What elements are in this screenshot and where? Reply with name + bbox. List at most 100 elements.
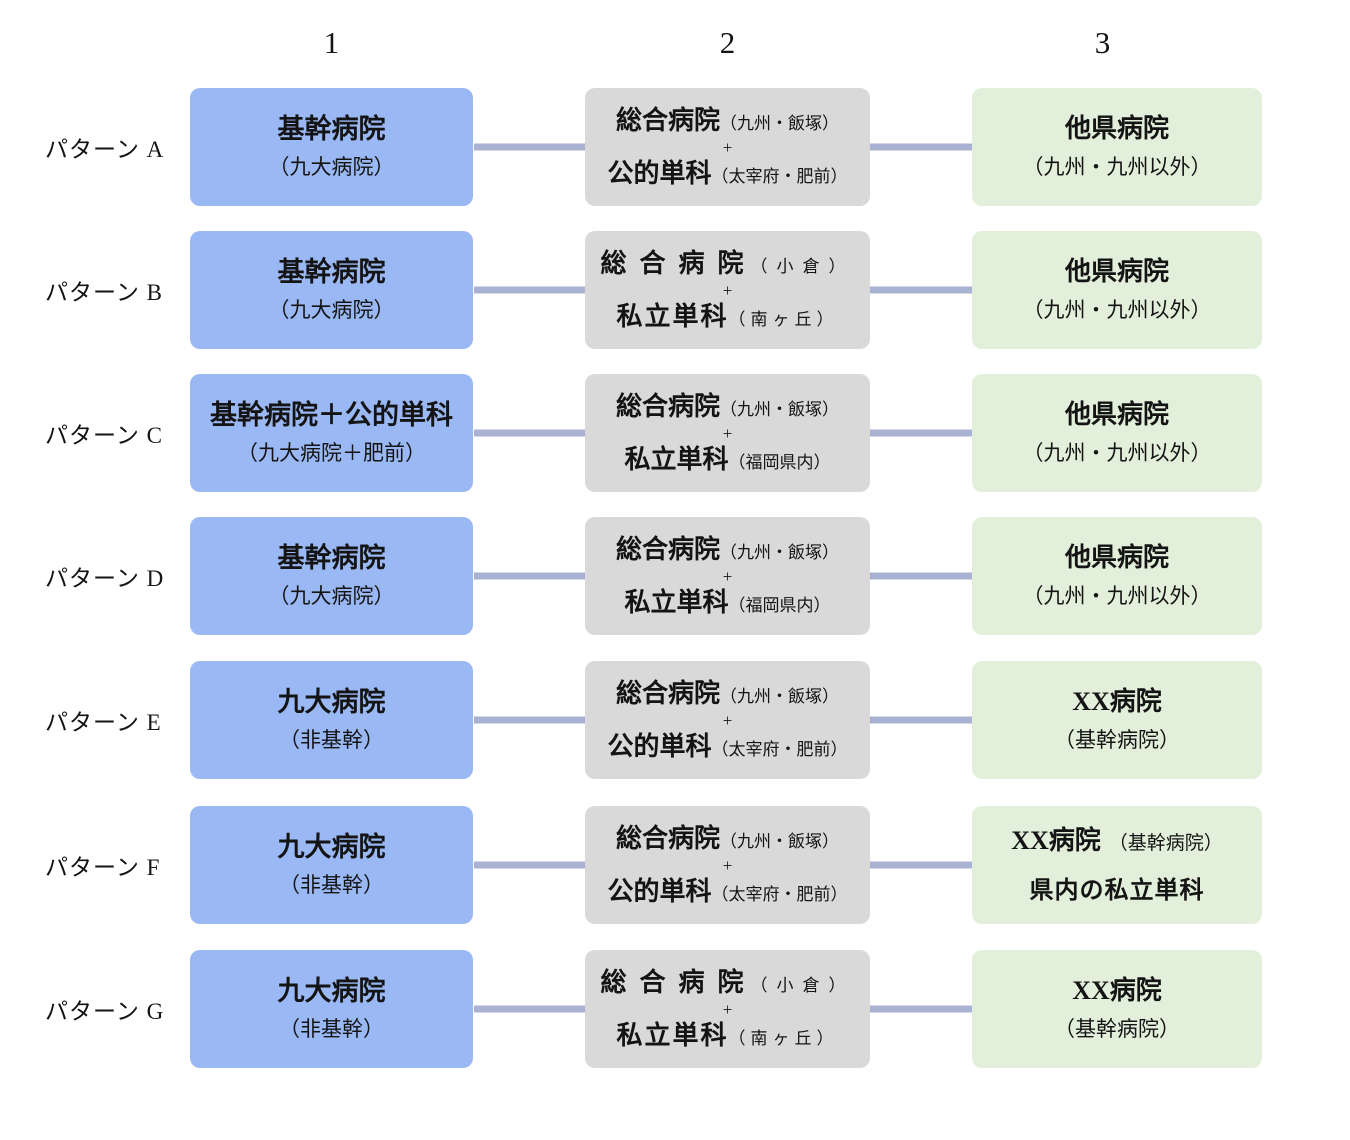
- col2-box: 総合病院（小倉） + 私立単科（南ヶ丘）: [585, 950, 870, 1068]
- pattern-row-c: パターン C 基幹病院＋公的単科 （九大病院＋肥前） 総合病院（九州・飯塚） +…: [0, 374, 1350, 492]
- connector-line: [870, 716, 972, 724]
- plus-sign: +: [722, 999, 733, 1019]
- connector-line: [870, 429, 972, 437]
- box-line2-paren: （福岡県内）: [728, 452, 831, 472]
- pattern-row-a: パターン A 基幹病院 （九大病院） 総合病院（九州・飯塚） + 公的単科（太宰…: [0, 88, 1350, 206]
- row-label: パターン B: [45, 280, 163, 305]
- box-line1: 総合病院（小倉）: [600, 249, 854, 279]
- pattern-row-f: パターン F 九大病院 （非基幹） 総合病院（九州・飯塚） + 公的単科（太宰府…: [0, 806, 1350, 924]
- box-title-line: 他県病院: [1065, 542, 1169, 573]
- box-line1: 総合病院（九州・飯塚）: [616, 392, 839, 422]
- box-line2: 公的単科（太宰府・肥前）: [607, 159, 847, 189]
- connector-line: [870, 861, 972, 869]
- pattern-row-d: パターン D 基幹病院 （九大病院） 総合病院（九州・飯塚） + 私立単科（福岡…: [0, 517, 1350, 635]
- column-header-3: 3: [1094, 25, 1111, 60]
- col3-box: 他県病院 （九州・九州以外）: [972, 517, 1262, 635]
- connector-line: [474, 1005, 585, 1013]
- connector-line: [474, 143, 585, 151]
- box-title: 他県病院: [1064, 257, 1169, 287]
- row-label: パターン G: [45, 999, 165, 1024]
- box-subtitle: （基幹病院）: [1054, 727, 1180, 752]
- col1-box: 基幹病院 （九大病院）: [190, 517, 473, 635]
- col2-box: 総合病院（九州・飯塚） + 公的単科（太宰府・肥前）: [585, 88, 870, 206]
- box-line2-main: 公的単科: [607, 876, 712, 906]
- col1-box: 九大病院 （非基幹）: [190, 661, 473, 779]
- box-line2-paren: （太宰府・肥前）: [711, 884, 848, 904]
- box-line1-main: 総合病院: [615, 105, 720, 135]
- box-title: XX病院: [1072, 687, 1162, 717]
- box-line1-paren: （小倉）: [750, 975, 855, 995]
- box-subtitle: （九州・九州以外）: [1022, 440, 1212, 465]
- box-title-line: XX病院: [1072, 686, 1162, 717]
- connector-line: [474, 429, 585, 437]
- box-title-line: XX病院 （基幹病院）: [1011, 825, 1223, 856]
- box-line1-main: 総合病院: [600, 967, 757, 997]
- box-line2: 私立単科（南ヶ丘）: [616, 1021, 838, 1051]
- box-title: XX病院: [1011, 825, 1101, 855]
- col2-box: 総合病院（九州・飯塚） + 私立単科（福岡県内）: [585, 517, 870, 635]
- connector-line: [474, 716, 585, 724]
- box-line2: 私立単科（福岡県内）: [624, 445, 830, 475]
- box-line2-main: 公的単科: [607, 158, 712, 188]
- row-label: パターン A: [45, 137, 165, 162]
- box-line2-main: 私立単科: [624, 587, 729, 617]
- box-line1: 総合病院（九州・飯塚）: [616, 679, 839, 709]
- box-title-paren: （基幹病院）: [1108, 832, 1223, 854]
- box-line1-main: 総合病院: [600, 248, 757, 278]
- box-subtitle: （九州・九州以外）: [1022, 154, 1212, 179]
- pattern-row-e: パターン E 九大病院 （非基幹） 総合病院（九州・飯塚） + 公的単科（太宰府…: [0, 661, 1350, 779]
- box-subtitle: （非基幹）: [279, 727, 384, 752]
- box-title: 基幹病院: [277, 543, 386, 574]
- box-line1-paren: （九州・飯塚）: [720, 113, 839, 133]
- box-line2: 公的単科（太宰府・肥前）: [607, 877, 847, 907]
- pattern-row-g: パターン G 九大病院 （非基幹） 総合病院（小倉） + 私立単科（南ヶ丘） X…: [0, 950, 1350, 1068]
- box-subtitle: （基幹病院）: [1054, 1016, 1180, 1041]
- box-subtitle: （九大病院）: [268, 297, 395, 322]
- box-title-line: 他県病院: [1065, 399, 1169, 430]
- pattern-row-b: パターン B 基幹病院 （九大病院） 総合病院（小倉） + 私立単科（南ヶ丘） …: [0, 231, 1350, 349]
- box-line1-paren: （九州・飯塚）: [720, 831, 839, 851]
- box-line2-paren: （太宰府・肥前）: [711, 166, 848, 186]
- box-line1-paren: （小倉）: [750, 256, 855, 276]
- col2-box: 総合病院（小倉） + 私立単科（南ヶ丘）: [585, 231, 870, 349]
- column-header-2: 2: [719, 25, 736, 60]
- box-line1-main: 総合病院: [615, 534, 720, 564]
- box-line2-paren: （南ヶ丘）: [728, 309, 839, 329]
- box-line1-paren: （九州・飯塚）: [720, 686, 839, 706]
- box-line2: 私立単科（福岡県内）: [624, 588, 830, 618]
- box-line1-main: 総合病院: [615, 391, 720, 421]
- col1-box: 基幹病院 （九大病院）: [190, 231, 473, 349]
- box-line2-paren: （南ヶ丘）: [728, 1028, 839, 1048]
- box-subtitle: （非基幹）: [279, 872, 384, 897]
- col3-box: 他県病院 （九州・九州以外）: [972, 231, 1262, 349]
- box-title: 他県病院: [1064, 114, 1169, 144]
- col1-box: 九大病院 （非基幹）: [190, 950, 473, 1068]
- box-line1-paren: （九州・飯塚）: [720, 542, 839, 562]
- plus-sign: +: [722, 423, 733, 443]
- plus-sign: +: [722, 566, 733, 586]
- box-title: XX病院: [1072, 976, 1162, 1006]
- connector-line: [474, 861, 585, 869]
- box-line2-paren: （福岡県内）: [728, 595, 831, 615]
- connector-line: [474, 286, 585, 294]
- connector-line: [474, 572, 585, 580]
- box-line1-main: 総合病院: [615, 823, 720, 853]
- connector-line: [870, 143, 972, 151]
- box-title-line: XX病院: [1072, 975, 1162, 1006]
- col3-box: XX病院 （基幹病院）: [972, 950, 1262, 1068]
- box-subtitle: （九大病院）: [268, 583, 395, 608]
- row-label: パターン E: [45, 710, 162, 735]
- box-subtitle: （九州・九州以外）: [1022, 297, 1212, 322]
- box-line1: 総合病院（九州・飯塚）: [616, 535, 839, 565]
- row-label: パターン C: [45, 423, 163, 448]
- box-title: 九大病院: [277, 976, 386, 1007]
- row-label: パターン D: [45, 566, 165, 591]
- col3-box: XX病院 （基幹病院）: [972, 661, 1262, 779]
- box-line1-main: 総合病院: [615, 678, 720, 708]
- plus-sign: +: [722, 855, 733, 875]
- box-subtitle: （九大病院）: [268, 154, 395, 179]
- plus-sign: +: [722, 137, 733, 157]
- row-label: パターン F: [45, 855, 161, 880]
- box-line2: 私立単科（南ヶ丘）: [616, 302, 838, 332]
